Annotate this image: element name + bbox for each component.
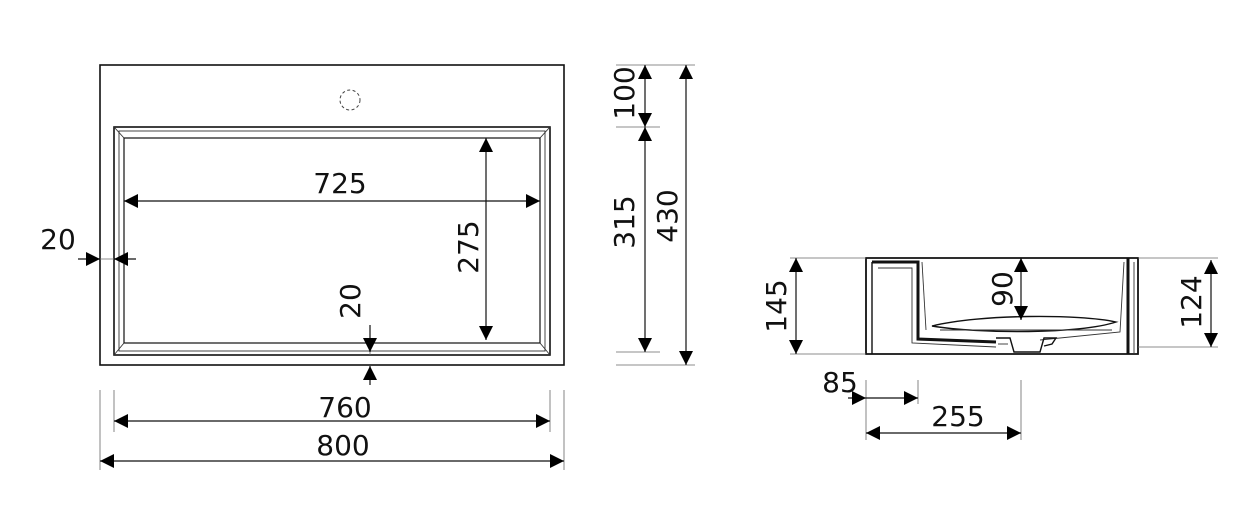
depth-dimensions: 100 315 430 [608, 64, 695, 366]
dim-label-overall-width: 800 [316, 429, 369, 462]
dim-label-basin-depth: 275 [452, 220, 485, 273]
top-view: 725 275 20 20 760 800 [40, 64, 565, 470]
section-outline [865, 257, 1139, 355]
drain-icon [996, 337, 1058, 353]
dim-label-inner-height: 124 [1175, 275, 1208, 328]
dim-label-inner-width: 760 [318, 391, 371, 424]
dim-label-bowl-depth: 90 [986, 271, 1019, 307]
basin-bowl [123, 137, 541, 344]
basin-rim-outer [113, 126, 551, 356]
dim-label-rim-front: 20 [334, 283, 367, 319]
dim-label-wall-offset: 85 [822, 366, 858, 399]
dim-label-overall-height: 145 [760, 279, 793, 332]
basin-outline [99, 64, 565, 366]
faucet-hole-icon [339, 89, 361, 111]
dim-label-rim-side: 20 [40, 223, 76, 256]
dim-label-faucet-zone: 100 [608, 66, 641, 119]
dim-label-basin-zone: 315 [608, 195, 641, 248]
basin-rim-inner [118, 130, 546, 352]
section-view: 90 145 124 85 255 [760, 257, 1218, 440]
dim-label-overall-depth: 430 [651, 189, 684, 242]
dim-label-basin-width: 725 [313, 167, 366, 200]
dim-label-drain-offset: 255 [931, 400, 984, 433]
